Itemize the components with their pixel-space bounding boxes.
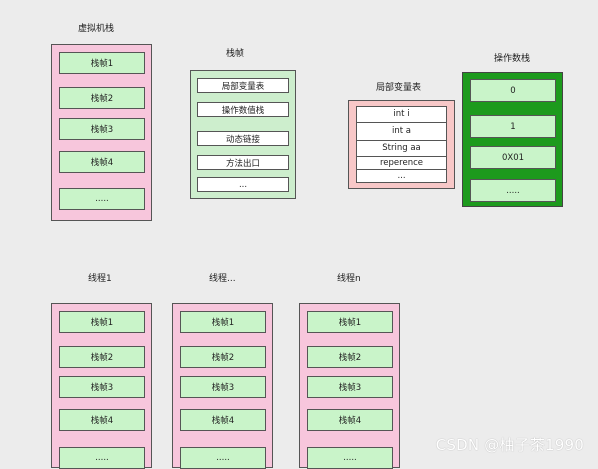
thread-1-stack: 栈帧1 栈帧2 栈帧3 栈帧4 ..... — [51, 303, 152, 469]
operand-cell-2: 0X01 — [470, 146, 556, 169]
thread-mid-frame-1: 栈帧1 — [180, 311, 266, 333]
operand-cell-1: 1 — [470, 115, 556, 138]
stack-frame-dynamic-link: 动态链接 — [197, 131, 289, 146]
thread-n-frame-2: 栈帧2 — [307, 346, 393, 368]
local-var-row: ... — [397, 170, 406, 181]
local-var-row: String aa — [357, 141, 446, 157]
operand-stack: 0 1 0X01 ..... — [462, 72, 563, 207]
vm-stack-frame-1: 栈帧1 — [59, 52, 145, 74]
operand-cell-more: ..... — [470, 179, 556, 202]
stack-frame-local-vars: 局部变量表 — [197, 78, 289, 93]
stack-frame-operand-stack: 操作数值栈 — [197, 102, 289, 117]
operand-stack-title: 操作数栈 — [494, 54, 531, 64]
stack-frame: 局部变量表 操作数值栈 动态链接 方法出口 ... — [190, 70, 296, 199]
thread-1-frame-2: 栈帧2 — [59, 346, 145, 368]
thread-n-stack: 栈帧1 栈帧2 栈帧3 栈帧4 ..... — [299, 303, 400, 469]
stack-frame-return-address: 方法出口 — [197, 155, 289, 170]
stack-frame-more: ... — [197, 177, 289, 192]
thread-mid-stack: 栈帧1 栈帧2 栈帧3 栈帧4 ..... — [172, 303, 273, 469]
vm-stack: 栈帧1 栈帧2 栈帧3 栈帧4 ..... — [51, 44, 152, 221]
operand-cell-0: 0 — [470, 79, 556, 102]
local-var-row: int a — [357, 123, 446, 141]
thread-n-frame-3: 栈帧3 — [307, 376, 393, 398]
vm-stack-frame-3: 栈帧3 — [59, 118, 145, 140]
thread-mid-frame-3: 栈帧3 — [180, 376, 266, 398]
local-var-table-title: 局部变量表 — [376, 83, 422, 93]
thread-mid-frame-4: 栈帧4 — [180, 409, 266, 431]
vm-stack-frame-4: 栈帧4 — [59, 151, 145, 173]
thread-n-title: 线程n — [337, 274, 361, 284]
thread-1-title: 线程1 — [88, 274, 112, 284]
vm-stack-title: 虚拟机栈 — [78, 24, 115, 34]
thread-n-frame-1: 栈帧1 — [307, 311, 393, 333]
thread-1-frame-3: 栈帧3 — [59, 376, 145, 398]
local-var-table-rows: int i int a String aa reperence ... — [356, 106, 447, 183]
stack-frame-title: 栈帧 — [226, 49, 245, 59]
thread-1-frame-more: ..... — [59, 447, 145, 469]
thread-mid-frame-more: ..... — [180, 447, 266, 469]
thread-1-frame-1: 栈帧1 — [59, 311, 145, 333]
thread-n-frame-4: 栈帧4 — [307, 409, 393, 431]
csdn-watermark: CSDN @柚子茶1990 — [435, 436, 584, 454]
thread-1-frame-4: 栈帧4 — [59, 409, 145, 431]
thread-mid-title: 线程... — [209, 274, 236, 284]
thread-n-frame-more: ..... — [307, 447, 393, 469]
thread-mid-frame-2: 栈帧2 — [180, 346, 266, 368]
local-var-table: int i int a String aa reperence ... — [348, 100, 455, 189]
local-var-row: reperence — [357, 157, 446, 170]
vm-stack-frame-2: 栈帧2 — [59, 87, 145, 109]
vm-stack-frame-more: ..... — [59, 188, 145, 210]
local-var-row: int i — [357, 107, 446, 123]
